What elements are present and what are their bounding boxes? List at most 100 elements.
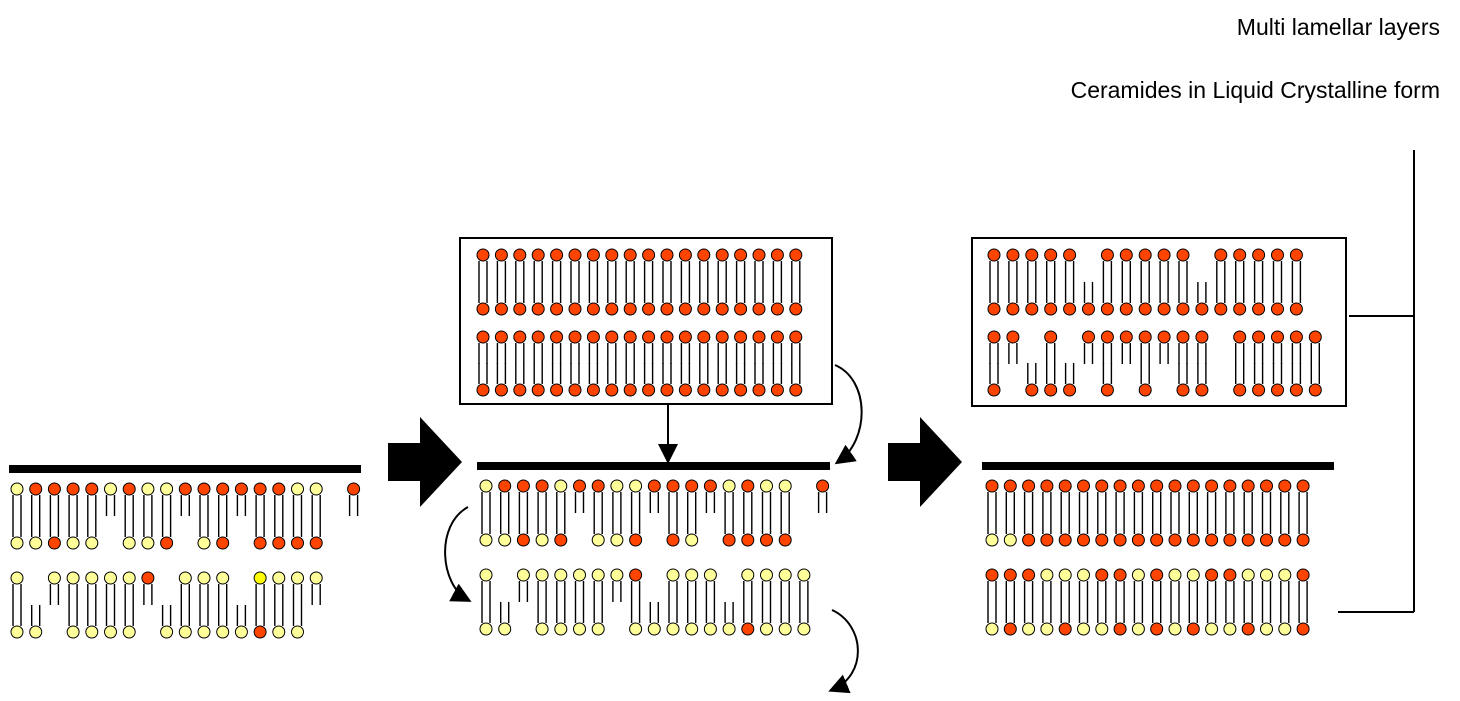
lipid-head [272,536,286,550]
lipid-tail [607,282,617,303]
lipid-tail [199,584,209,605]
lipid-molecule [1119,282,1133,316]
lipid-molecule [513,282,527,316]
lipid-head [1186,622,1200,636]
lipid-tail [1298,602,1308,623]
lipid-head [1082,302,1095,316]
lipid-tail [1216,282,1226,303]
lipid-head [347,482,361,496]
lipid-molecule [1138,330,1152,364]
lipid-head [797,568,811,582]
lipid-tail [588,343,599,364]
lipid-molecule [234,605,248,639]
lipid-tail [533,363,543,384]
lipid-tail [593,492,603,513]
lipid-head [985,568,999,582]
lipid-head [734,302,748,316]
lipid-head [535,533,549,547]
lipid-tail [989,363,999,384]
lipid-molecule [1260,602,1273,636]
lipid-tail [1197,363,1207,384]
lipid-molecule [703,568,717,602]
lipid-molecule [629,513,643,547]
lipid-tail [500,492,510,513]
lipid-tail [1027,363,1037,384]
lipid-molecule [10,605,24,639]
lipid-tail [772,261,783,282]
lipid-molecule [10,516,24,550]
lipid-head [197,571,211,585]
lipid-head [513,248,527,262]
lipid-tail [1133,492,1144,513]
lipid-tail [556,492,566,513]
lipid-head [1138,383,1152,397]
lipid-head [1003,479,1017,493]
lipid-molecule [797,568,811,602]
lipid-head [591,622,605,636]
lipid-molecule [234,482,248,516]
lipid-tail [1042,581,1052,602]
lipid-head [476,302,490,316]
lipid-molecule [666,602,680,636]
lipid-molecule [479,513,493,547]
lipid-molecule [647,602,661,636]
lipid-tail [551,261,562,282]
lipid-tail [1235,261,1245,282]
lipid-tail [1280,602,1290,623]
lipid-tail [1216,261,1226,282]
lipid-molecule [1278,602,1292,636]
lipid-tail [1078,581,1089,602]
lipid-head [666,568,680,582]
lipid-tail [717,363,727,384]
lipid-head [479,568,493,582]
lipid-molecule [760,568,773,602]
lipid-tail [630,513,641,534]
lipid-head [535,568,549,582]
lipid-molecule [715,330,729,364]
lipid-tail [625,363,635,384]
lipid-tail [1291,261,1302,282]
lipid-head [1044,383,1058,397]
lipid-head [550,248,564,262]
lipid-tail [255,495,265,516]
lipid-molecule [629,568,643,602]
lipid-tail [791,343,801,364]
lipid-tail [348,495,359,516]
lipid-tail [724,492,734,513]
lipid-tail [743,602,753,623]
lipid-head [715,383,729,397]
lipid-molecule [778,568,792,602]
lipid-molecule [550,330,564,364]
lipid-tail [218,516,228,537]
lipid-tail [1178,261,1188,282]
lipid-head [623,383,637,397]
lipid-molecule [550,363,564,397]
lipid-molecule [498,602,512,636]
lipid-tail [49,584,60,605]
lipid-molecule [568,248,582,282]
lipid-tail [1005,492,1015,513]
lipid-head [797,622,811,636]
lipid-head [1186,568,1200,582]
lipid-molecule [85,605,99,639]
lipid-tail [515,363,525,384]
lipid-molecule [1113,513,1127,547]
lipid-molecule [1278,568,1292,602]
lipid-head [678,302,692,316]
lipid-molecule [741,602,755,636]
lipid-head [1058,568,1072,582]
lipid-molecule [29,516,43,550]
lipid-head [987,248,1001,262]
lipid-tail [218,605,228,626]
lipid-molecule [715,248,729,282]
lipid-head [1025,302,1039,316]
lipid-head [309,571,323,585]
lipid-head [568,302,582,316]
lipid-molecule [623,330,637,364]
lipid-molecule [1252,248,1266,282]
lipid-head [476,383,490,397]
lipid-tail [518,581,529,602]
lipid-molecule [1241,479,1255,513]
lipid-head [715,248,729,262]
lipid-head [216,482,230,496]
